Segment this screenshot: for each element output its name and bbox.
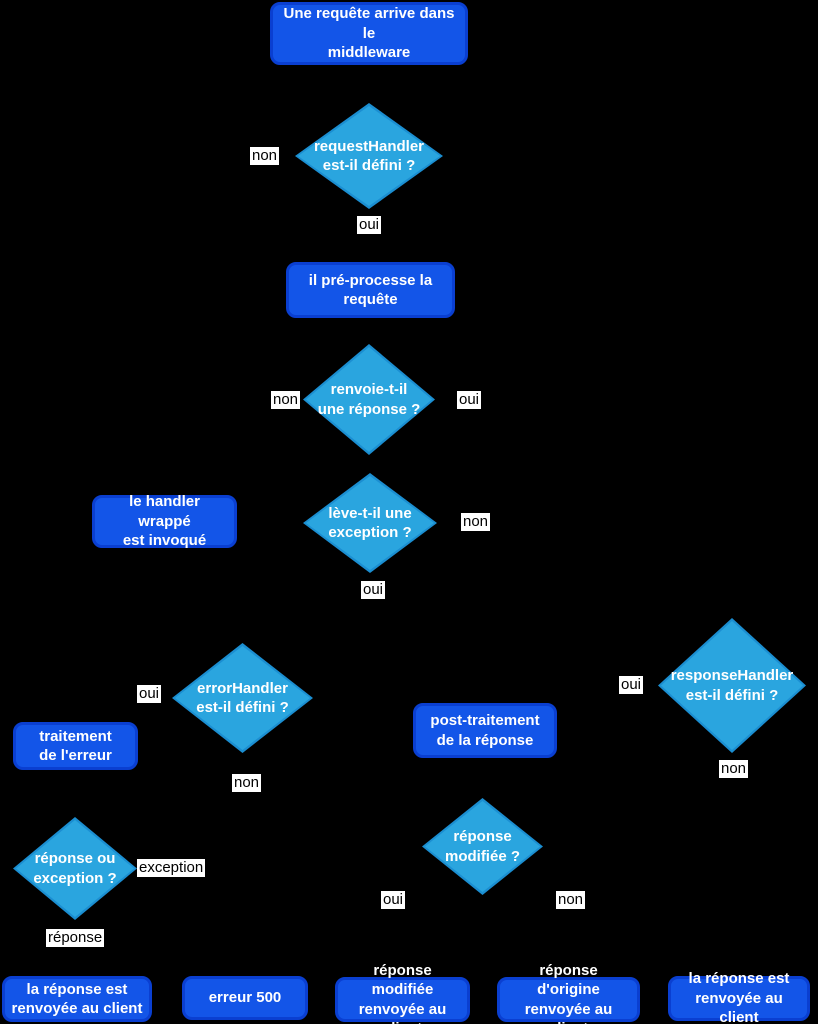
edge-label-oui: oui (381, 891, 406, 909)
node-post-processing: post-traitement de la réponse (413, 703, 557, 758)
node-preprocess: il pré-processe la requête (286, 262, 455, 318)
node-response-sent-left: la réponse est renvoyée au client (2, 976, 152, 1022)
edge-label-non: non (271, 391, 301, 409)
node-request-handler-defined-label: requestHandler est-il défini ? (313, 137, 425, 175)
node-error-handler-defined: errorHandler est-il défini ? (172, 643, 313, 753)
node-response-modified: réponse modifiée ? (422, 798, 543, 895)
node-returns-response-label: renvoie-t-il une réponse ? (317, 381, 421, 418)
node-response-modified-label: réponse modifiée ? (444, 828, 520, 865)
node-start: Une requête arrive dans le middleware (270, 2, 468, 65)
node-original-response-sent: réponse d'origine renvoyée au client (497, 962, 640, 1024)
edge-label-non: non (556, 891, 586, 909)
edge-label-oui: oui (357, 216, 382, 234)
edge-label-oui: oui (619, 676, 644, 694)
edge-label-oui: oui (137, 685, 162, 703)
node-response-sent-right: la réponse est renvoyée au client (668, 970, 810, 1024)
edge-label-non: non (250, 147, 280, 165)
node-wrapped-handler-invoked: le handler wrappé est invoqué (92, 493, 237, 549)
node-error-handler-defined-label: errorHandler est-il défini ? (196, 679, 289, 717)
edge-label-exception: exception (137, 859, 206, 877)
node-response-handler-defined: responseHandler est-il défini ? (658, 618, 806, 753)
node-response-or-exception-label: réponse ou exception ? (33, 850, 117, 887)
edge-label-reponse: réponse (46, 929, 105, 947)
node-error-500: erreur 500 (182, 976, 308, 1020)
edge-label-non: non (461, 513, 491, 531)
edge-label-non: non (232, 774, 262, 792)
node-returns-response: renvoie-t-il une réponse ? (303, 344, 435, 455)
node-raises-exception-label: lève-t-il une exception ? (328, 504, 412, 542)
edge-label-non: non (719, 760, 749, 778)
node-response-or-exception: réponse ou exception ? (13, 817, 137, 920)
edge-label-oui: oui (457, 391, 482, 409)
node-raises-exception: lève-t-il une exception ? (303, 473, 437, 573)
edge-label-oui: oui (361, 581, 386, 599)
node-modified-response-sent: réponse modifiée renvoyée au client (335, 962, 470, 1024)
node-response-handler-defined-label: responseHandler est-il défini ? (670, 667, 794, 704)
node-request-handler-defined: requestHandler est-il défini ? (295, 103, 443, 209)
node-error-processing: traitement de l'erreur (13, 722, 138, 770)
